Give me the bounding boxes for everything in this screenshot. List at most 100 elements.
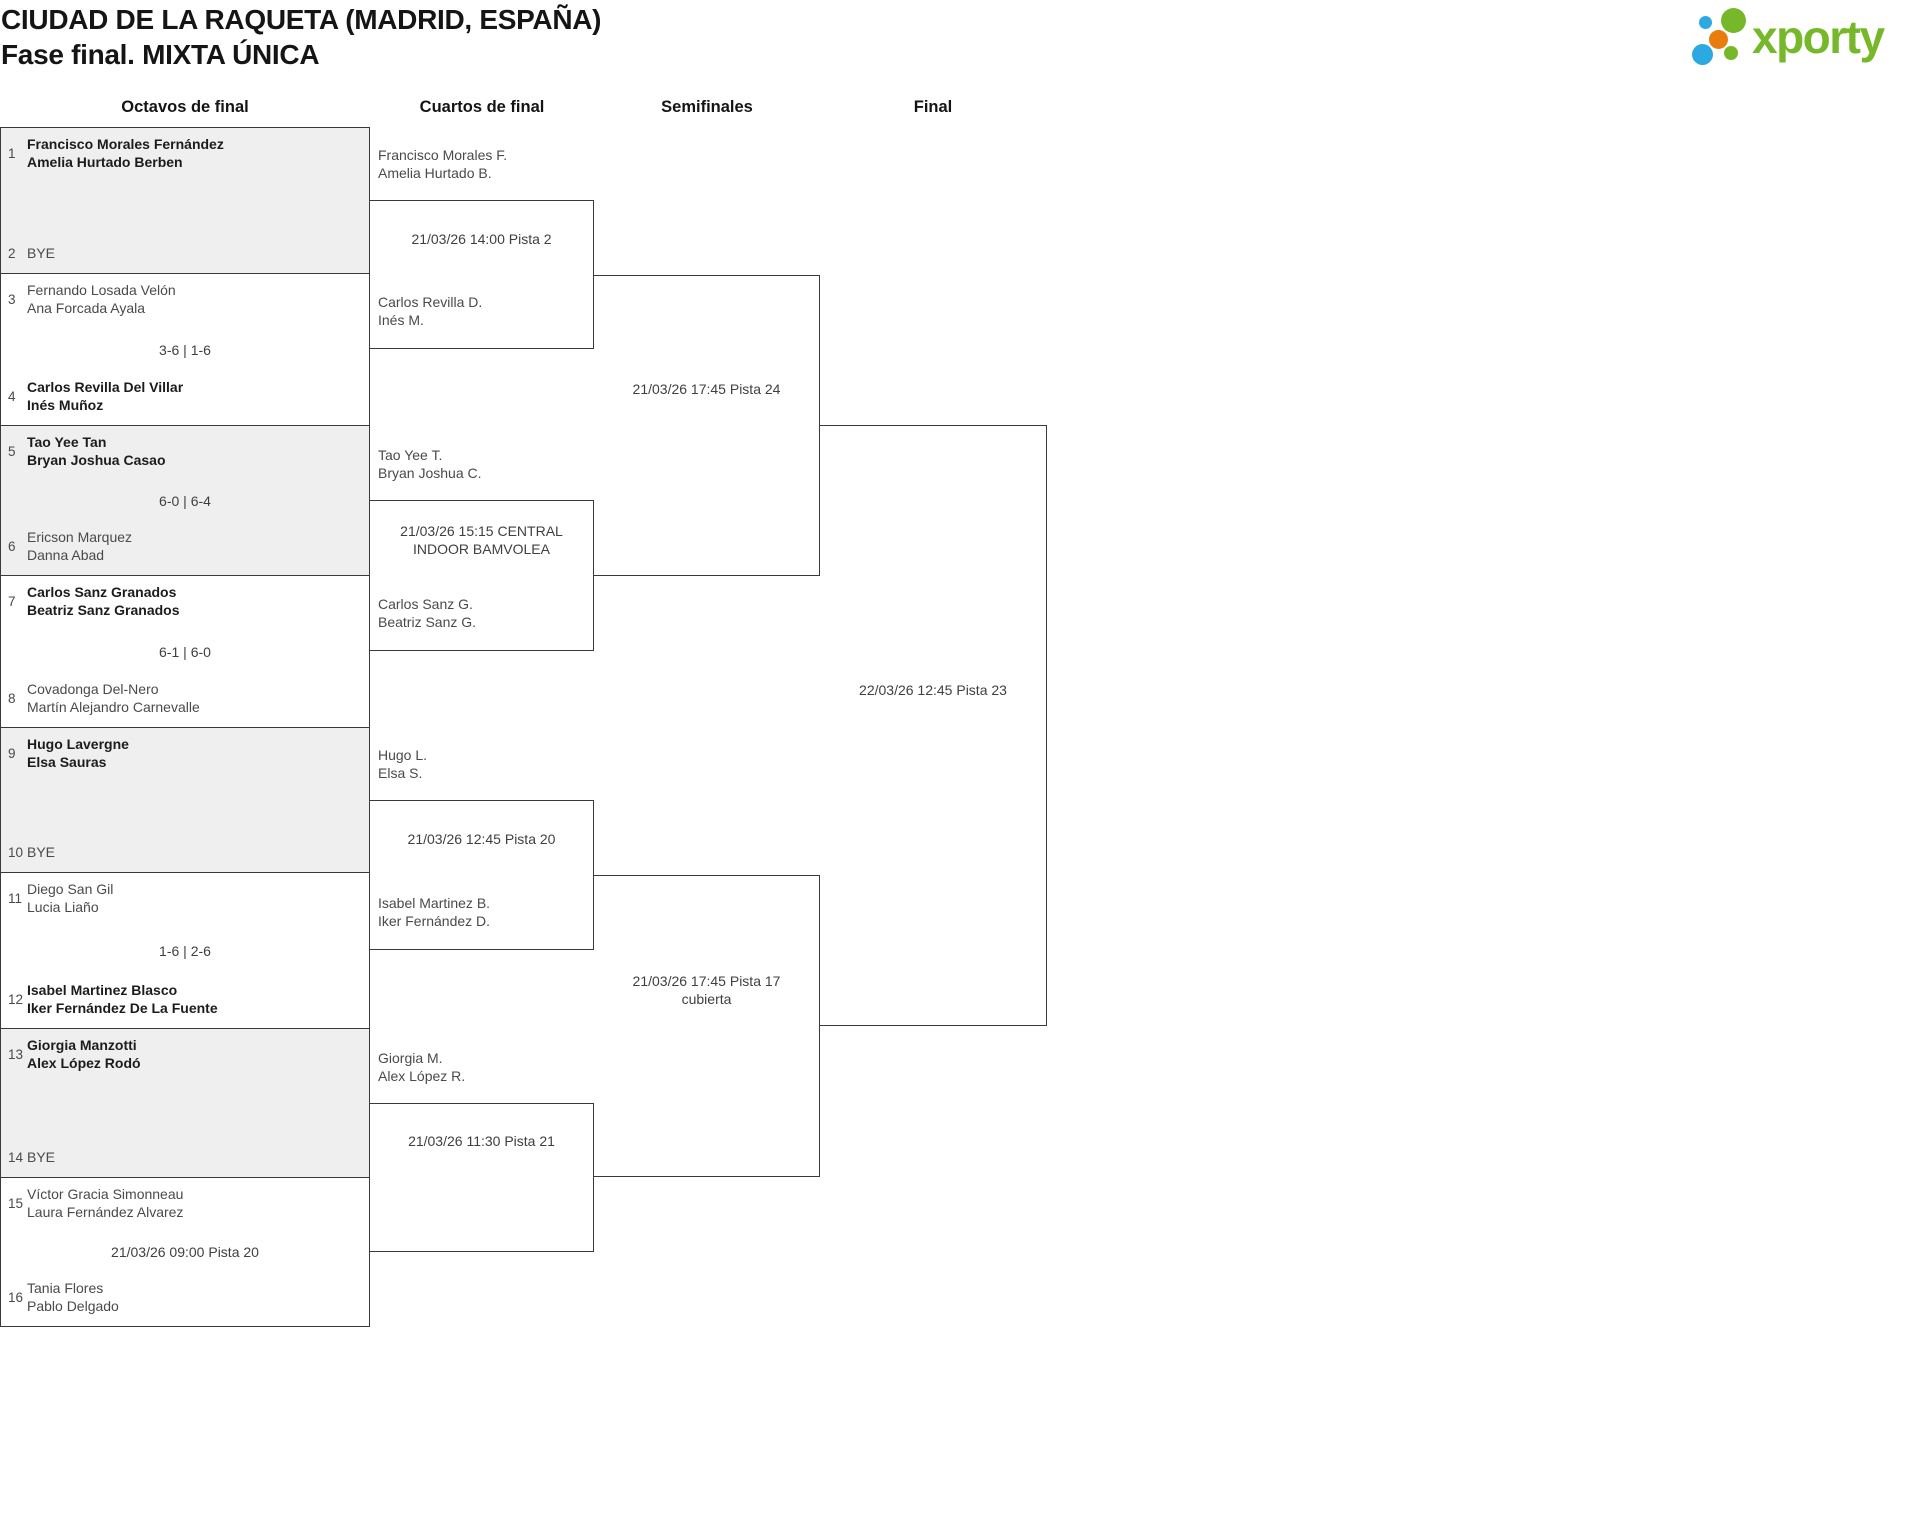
match-schedule: 21/03/26 14:00 Pista 2 [370, 230, 593, 248]
team-name-line: Isabel Martinez B. [378, 895, 491, 911]
logo-dot-icon [1720, 7, 1746, 33]
score-line: 1-6 | 2-6 [159, 942, 211, 959]
match-score: 3-6 | 1-6 [1, 341, 369, 359]
schedule-line: 21/03/26 14:00 Pista 2 [411, 230, 552, 247]
team-name-line: Lucia Liaño [27, 899, 99, 915]
seed-number: 12 [8, 991, 24, 1007]
team-name-line: BYE [27, 1149, 56, 1165]
team-name-line: Carlos Revilla Del Villar [27, 379, 184, 395]
team-name-line: Alex López Rodó [27, 1055, 141, 1071]
team-name-line: Martín Alejandro Carnevalle [27, 699, 200, 715]
final-match: 22/03/26 12:45 Pista 23 [820, 425, 1047, 1026]
team-name-line: Tao Yee T. [378, 447, 443, 463]
xporty-logo[interactable]: xporty [1690, 0, 1905, 72]
seed-number: 6 [8, 538, 16, 554]
seed-number: 15 [8, 1195, 24, 1211]
seed-number: 1 [8, 145, 16, 161]
match-score: 6-0 | 6-4 [1, 492, 369, 510]
seed-number: 16 [8, 1289, 24, 1305]
team-name-line: Alex López R. [378, 1067, 466, 1084]
team-name-line: Elsa Sauras [27, 754, 107, 770]
team-name-line: Ana Forcada Ayala [27, 300, 146, 316]
seed-number: 5 [8, 443, 16, 459]
round-header-cuartos: Cuartos de final [419, 98, 545, 116]
schedule-line: 21/03/26 17:45 Pista 24 [632, 381, 781, 397]
seed-number: 7 [8, 593, 16, 609]
team-name-line: Amelia Hurtado B. [378, 165, 492, 181]
advancing-team: Isabel Martinez B.Iker Fernández D. [378, 894, 490, 930]
team-name-line: Elsa S. [378, 764, 423, 781]
team-name-line: Ericson Marquez [27, 529, 133, 545]
team-name-line: Laura Fernández Alvarez [27, 1204, 184, 1220]
seed-number: 11 [8, 890, 23, 906]
team-name-line: Bryan Joshua C. [378, 465, 482, 481]
team-name: BYE [27, 1148, 55, 1166]
team-name-line: Giorgia Manzotti [27, 1037, 137, 1053]
team-name-line: Tania Flores [27, 1280, 104, 1296]
advancing-team: Carlos Revilla D.Inés M. [378, 293, 482, 329]
schedule-line: INDOOR BAMVOLEA [413, 540, 550, 557]
tournament-header: CIUDAD DE LA RAQUETA (MADRID, ESPAÑA) Fa… [1, 2, 602, 72]
advancing-team: Giorgia M.Alex López R. [378, 1049, 465, 1085]
cuartos-match-4: Giorgia M.Alex López R. 21/03/26 11:30 Pi… [370, 1050, 594, 1252]
schedule-line: 21/03/26 12:45 Pista 20 [407, 830, 556, 847]
team-name-line: Beatriz Sanz Granados [27, 602, 180, 618]
match-score: 21/03/26 09:00 Pista 20 [1, 1243, 369, 1261]
team-name-line: Giorgia M. [378, 1049, 443, 1066]
round-header-final: Final [913, 98, 953, 116]
team-name-line: Hugo L. [378, 746, 428, 763]
team-name-line: Isabel Martinez Blasco [27, 982, 178, 998]
score-line: 21/03/26 09:00 Pista 20 [111, 1244, 259, 1260]
team-name-line: Pablo Delgado [27, 1298, 119, 1314]
logo-dot-icon [1691, 43, 1713, 65]
match-schedule: 22/03/26 12:45 Pista 23 [820, 681, 1046, 699]
schedule-line: 22/03/26 12:45 Pista 23 [859, 681, 1007, 698]
match-score: 1-6 | 2-6 [1, 942, 369, 960]
tournament-phase: Fase final. MIXTA ÚNICA [1, 39, 320, 70]
seed-number: 8 [8, 690, 16, 706]
team-name-line: Beatriz Sanz G. [378, 614, 477, 630]
score-line: 6-1 | 6-0 [159, 643, 211, 660]
team-name-line: Carlos Sanz G. [378, 596, 473, 612]
advancing-team: Francisco Morales F.Amelia Hurtado B. [378, 146, 507, 182]
match-schedule: 21/03/26 11:30 Pista 21 [370, 1132, 593, 1150]
team-name-line: BYE [27, 844, 56, 860]
schedule-line: 21/03/26 17:45 Pista 17 [632, 973, 781, 989]
advancing-team: Hugo L.Elsa S. [378, 746, 427, 782]
round-header-semifinales: Semifinales [661, 98, 753, 116]
logo-text: xporty [1752, 11, 1885, 63]
seed-number: 10 [8, 844, 24, 860]
cuartos-match-1: Francisco Morales F.Amelia Hurtado B. 21/… [370, 147, 594, 349]
seed-number: 3 [8, 291, 16, 307]
